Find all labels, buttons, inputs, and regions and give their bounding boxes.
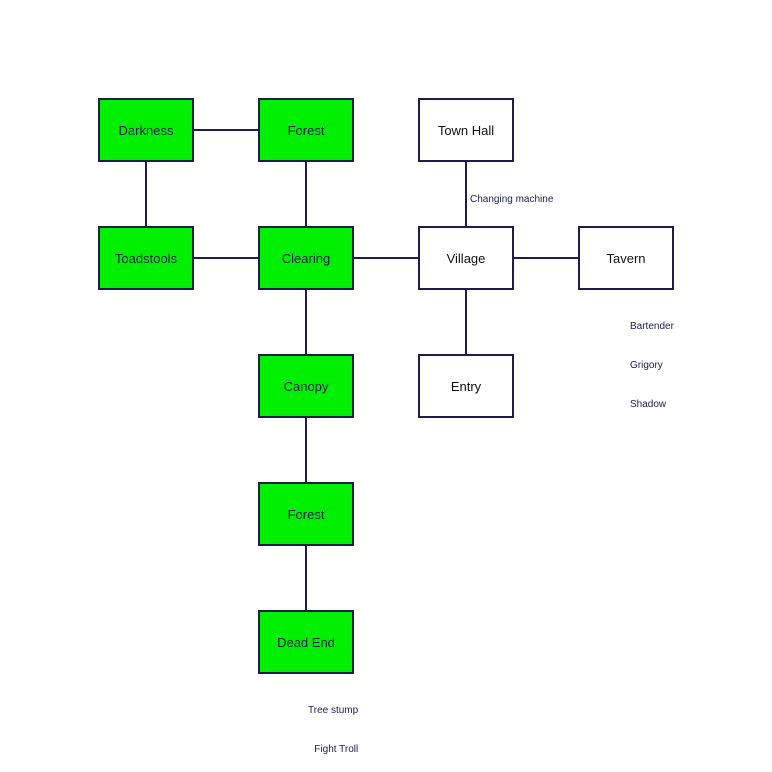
note-line: Changing machine bbox=[470, 194, 554, 205]
note-town-hall: Changing machine bbox=[470, 167, 553, 219]
note-line: Fight Troll bbox=[314, 744, 359, 755]
room-village[interactable]: Village bbox=[418, 226, 514, 290]
note-line: Tree stump bbox=[308, 705, 359, 716]
room-dead-end[interactable]: Dead End bbox=[258, 610, 354, 674]
note-line: Bartender bbox=[630, 321, 674, 332]
room-tavern[interactable]: Tavern bbox=[578, 226, 674, 290]
note-line: Grigory bbox=[630, 360, 663, 371]
room-darkness[interactable]: Darkness bbox=[98, 98, 194, 162]
room-town-hall[interactable]: Town Hall bbox=[418, 98, 514, 162]
room-clearing[interactable]: Clearing bbox=[258, 226, 354, 290]
note-dead-end: Tree stump Fight Troll bbox=[308, 678, 358, 769]
note-line: Shadow bbox=[630, 399, 667, 410]
note-tavern: Bartender Grigory Shadow bbox=[630, 294, 674, 424]
room-toadstools[interactable]: Toadstools bbox=[98, 226, 194, 290]
room-forest-south[interactable]: Forest bbox=[258, 482, 354, 546]
room-forest-north[interactable]: Forest bbox=[258, 98, 354, 162]
room-canopy[interactable]: Canopy bbox=[258, 354, 354, 418]
room-entry[interactable]: Entry bbox=[418, 354, 514, 418]
